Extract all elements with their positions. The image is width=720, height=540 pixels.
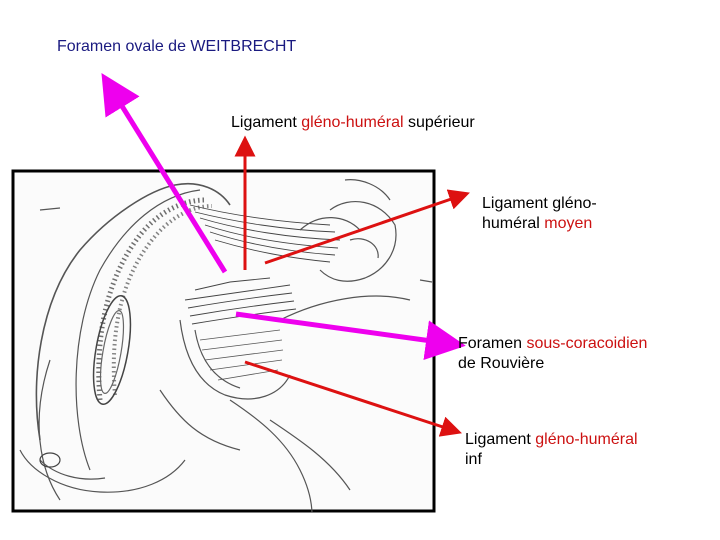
label-lgh-moyen-l2a: huméral <box>482 215 545 232</box>
illustration-frame <box>11 169 436 513</box>
anatomical-sketch <box>19 179 433 512</box>
label-lgh-moyen-l2b: moyen <box>544 215 593 232</box>
label-foramen-rouviere-line1: Foramen sous-coracoidien <box>458 334 647 354</box>
label-lgh-moyen-line1: Ligament gléno- <box>482 195 597 212</box>
label-lgh-moyen: Ligament gléno- huméral moyen <box>482 194 597 234</box>
arrow-foramen-weitbrecht <box>101 73 228 274</box>
label-lgh-inf-l1b: gléno-huméral <box>535 431 638 448</box>
label-lgh-inf-l1a: Ligament <box>465 431 536 448</box>
label-lgh-superieur: Ligament gléno-huméral supérieur <box>231 113 475 133</box>
label-foramen-rouviere: Foramen sous-coracoidien de Rouvière <box>458 334 647 374</box>
label-lgh-superieur-part3: supérieur <box>403 114 475 131</box>
label-foramen-weitbrecht: Foramen ovale de WEITBRECHT <box>57 38 297 55</box>
label-lgh-superieur-part1: Ligament <box>231 114 302 131</box>
label-foramen-rouviere-l1b: sous-coracoidien <box>526 335 648 352</box>
arrow-foramen-rouviere <box>235 311 466 361</box>
label-lgh-superieur-part2: gléno-huméral <box>301 114 404 131</box>
label-foramen-rouviere-l1a: Foramen <box>458 335 527 352</box>
label-lgh-moyen-line2: huméral moyen <box>482 214 597 234</box>
arrow-lgh-moyen <box>264 189 470 265</box>
label-lgh-inf-line2: inf <box>465 451 482 468</box>
label-lgh-inf-line1: Ligament gléno-huméral <box>465 430 638 450</box>
label-lgh-inf: Ligament gléno-huméral inf <box>465 430 638 470</box>
arrow-lgh-inf <box>244 360 462 437</box>
label-foramen-rouviere-line2: de Rouvière <box>458 355 545 372</box>
